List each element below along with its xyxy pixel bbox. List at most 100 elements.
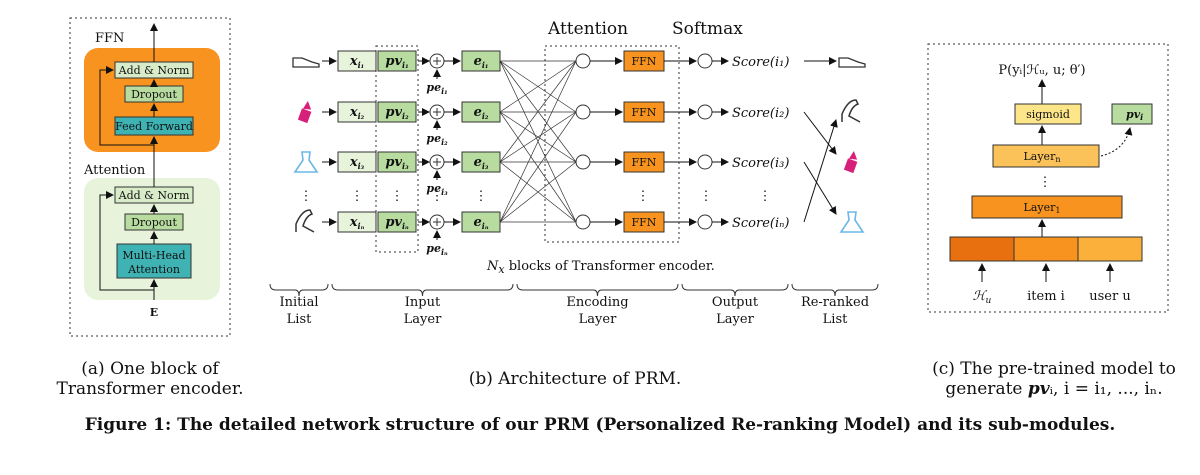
ellipsis-softmax-col: ⋮ xyxy=(700,189,713,204)
attention-edge xyxy=(499,111,577,223)
attention-label: Attention xyxy=(83,163,146,178)
stage-label-line-1: Encoding xyxy=(566,295,628,310)
nx-n: N xyxy=(486,259,499,274)
input-hu-segment xyxy=(949,236,1015,262)
multi-head-attention-box xyxy=(116,243,192,279)
e-text: ei₂ xyxy=(474,105,489,121)
brace-path xyxy=(269,283,329,297)
pv-text-sub: i₃ xyxy=(402,161,409,171)
reranked-lipstick-icon xyxy=(843,150,858,174)
pv-box xyxy=(377,151,417,173)
score-text: Score(i₁) xyxy=(732,55,789,70)
x-text-main: x xyxy=(349,105,358,120)
e-text-main: e xyxy=(474,155,482,170)
panel-a-transformer-block: FFN Add & Norm Dropout Feed Forward Atte… xyxy=(56,17,244,399)
pv-box xyxy=(377,211,417,233)
pv-text-sub: i₁ xyxy=(402,60,409,70)
input-item-segment xyxy=(1013,236,1079,262)
pv-text: pvi₃ xyxy=(385,155,409,171)
hu-sub: u xyxy=(986,296,992,306)
reranked-shoe-icon xyxy=(838,57,866,68)
score-text: Score(i₂) xyxy=(732,106,789,121)
attention-edge xyxy=(499,60,577,223)
encoder-dashed-group xyxy=(544,45,680,243)
ellipsis-x-col: ⋮ xyxy=(351,189,364,204)
nx-x: x xyxy=(498,263,505,276)
x-text-sub: i₁ xyxy=(358,60,365,70)
caption-c-generate: generate xyxy=(945,379,1028,399)
x-box xyxy=(337,151,377,173)
stage-label-line-2: List xyxy=(287,312,312,327)
attention-node xyxy=(575,53,591,69)
stage-label-line-2: Layer xyxy=(404,312,442,327)
pe-text: pei₃ xyxy=(426,182,448,197)
initial-lipstick-icon xyxy=(297,100,312,124)
pe-text: pei₂ xyxy=(426,132,448,147)
x-box xyxy=(337,50,377,72)
e-text: ei₁ xyxy=(474,54,489,70)
multi-head-text-1: Multi-Head xyxy=(122,249,185,262)
stage-label-line-2: List xyxy=(823,312,848,327)
layer-1-box xyxy=(971,195,1123,219)
panel-c-pretrained-model: P(yᵢ|ℋᵤ, u; θ′) sigmoid pvi Layern ⋮ Lay… xyxy=(927,43,1176,399)
multi-head-text-2: Attention xyxy=(127,263,180,276)
pv-text-sub: iₙ xyxy=(402,221,409,231)
pv-text-main: pv xyxy=(385,155,402,170)
attention-edge xyxy=(499,60,577,163)
ffn-label: FFN xyxy=(95,31,124,46)
ellipsis-row: ⋮ ⋮ ⋮ ⋮ ⋮ ⋮ ⋮ ⋮ xyxy=(300,189,772,204)
attention-edge xyxy=(499,161,577,223)
caption-c-rest: ᵢ, i = i₁, ..., iₙ. xyxy=(1050,379,1163,399)
layer-n-text: Layern xyxy=(1023,150,1060,164)
ellipsis-e-col: ⋮ xyxy=(475,189,488,204)
pe-text: pei₁ xyxy=(426,81,447,96)
caption-c-pv: pv xyxy=(1028,379,1051,399)
layer-n-box xyxy=(992,144,1100,168)
panel-a-border xyxy=(69,17,231,337)
e-text-main: e xyxy=(474,105,482,120)
attention-connections xyxy=(499,60,577,223)
caption-a-line-2: Transformer encoder. xyxy=(56,379,243,399)
attention-node xyxy=(575,104,591,120)
pe-text-sub: iₙ xyxy=(441,247,448,257)
x-text-main: x xyxy=(349,215,358,230)
layer-1-sub: 1 xyxy=(1055,206,1060,215)
feed-forward-text: Feed Forward xyxy=(115,120,193,133)
ellipsis-icon-col: ⋮ xyxy=(300,189,313,204)
e-text: ei₃ xyxy=(474,155,489,171)
input-user-segment xyxy=(1077,236,1143,262)
softmax-node xyxy=(697,154,713,170)
attention-header: Attention xyxy=(547,19,628,39)
e-text-sub: iₙ xyxy=(482,221,489,231)
stage-braces: InitialListInputLayerEncodingLayerOutput… xyxy=(269,283,879,327)
stage-label-line-1: Input xyxy=(405,295,441,310)
layer-n-to-pv-arrow xyxy=(1100,127,1133,157)
pv-output-main: pv xyxy=(1126,108,1141,121)
ellipsis-ffn-col: ⋮ xyxy=(637,189,650,204)
caption-a-line-1: (a) One block of xyxy=(81,359,220,379)
pv-output-sub: i xyxy=(1140,112,1143,122)
pe-text-main: pe xyxy=(426,242,441,255)
ffn-text: FFN xyxy=(632,156,657,169)
softmax-node xyxy=(697,53,713,69)
stage-label-line-2: Layer xyxy=(716,312,754,327)
sigmoid-text: sigmoid xyxy=(1026,108,1070,121)
caption-c-line-2: generate pvᵢ, i = i₁, ..., iₙ. xyxy=(945,379,1162,399)
x-text: xi₃ xyxy=(349,155,365,171)
x-text-main: x xyxy=(349,54,358,69)
score-text: Score(iₙ) xyxy=(732,216,790,231)
brace-path xyxy=(791,283,879,297)
attention-residual-arrow xyxy=(99,191,154,291)
stage-label-line-2: Layer xyxy=(579,312,617,327)
stage-label-line-1: Output xyxy=(712,295,759,310)
attention-edge xyxy=(499,111,577,163)
x-text-sub: i₃ xyxy=(358,161,365,171)
softmax-node xyxy=(697,104,713,120)
hu-label: ℋu xyxy=(973,289,992,306)
